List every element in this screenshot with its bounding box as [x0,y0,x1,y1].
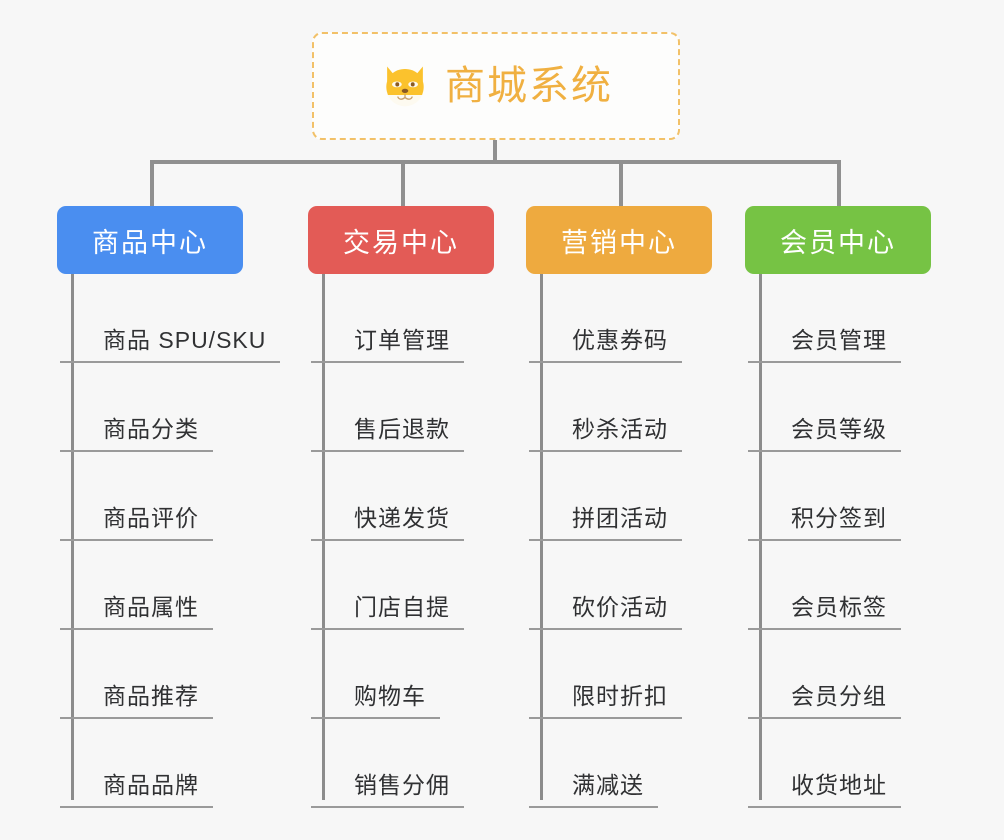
branch-spine [71,274,74,800]
leaf-item[interactable]: 售后退款 [308,363,494,453]
leaf-list: 商品 SPU/SKU 商品分类商品评价商品属性商品推荐商品品牌 [57,274,281,809]
leaf-item[interactable]: 砍价活动 [526,541,712,631]
leaf-item-label: 会员标签 [748,594,901,631]
branch-header[interactable]: 交易中心 [308,206,494,274]
connector-drop-3 [619,160,623,206]
root-node[interactable]: 商城系统 [312,32,680,140]
leaf-item[interactable]: 会员分组 [745,630,931,720]
branch-column: 商品中心商品 SPU/SKU 商品分类商品评价商品属性商品推荐商品品牌 [57,206,281,809]
leaf-item[interactable]: 购物车 [308,630,494,720]
leaf-item[interactable]: 满减送 [526,719,712,809]
leaf-item-label: 会员分组 [748,683,901,720]
shiba-dog-face-icon [386,66,424,107]
leaf-item-label: 收货地址 [748,772,901,809]
connector-drop-1 [150,160,154,206]
leaf-item-label: 商品评价 [60,505,213,542]
leaf-item[interactable]: 会员等级 [745,363,931,453]
leaf-item-label: 门店自提 [311,594,464,631]
branch-header[interactable]: 商品中心 [57,206,243,274]
leaf-item[interactable]: 商品 SPU/SKU [57,274,281,364]
leaf-item[interactable]: 快递发货 [308,452,494,542]
leaf-item[interactable]: 会员管理 [745,274,931,364]
branch-column: 会员中心会员管理会员等级积分签到会员标签会员分组收货地址 [745,206,931,809]
branch-spine [759,274,762,800]
leaf-item-label: 快递发货 [311,505,464,542]
leaf-item[interactable]: 收货地址 [745,719,931,809]
connector-drop-2 [401,160,405,206]
leaf-item-label: 售后退款 [311,416,464,453]
leaf-item[interactable]: 门店自提 [308,541,494,631]
connector-root-stem [493,140,497,162]
branch-header-label: 交易中心 [343,227,459,258]
leaf-item-label: 商品推荐 [60,683,213,720]
leaf-item-label: 砍价活动 [529,594,682,631]
leaf-item-label: 拼团活动 [529,505,682,542]
leaf-item[interactable]: 商品分类 [57,363,243,453]
branch-header-label: 营销中心 [561,227,677,258]
leaf-list: 会员管理会员等级积分签到会员标签会员分组收货地址 [745,274,931,809]
leaf-item-label: 商品属性 [60,594,213,631]
leaf-item-label: 商品分类 [60,416,213,453]
leaf-item-label: 优惠券码 [529,327,682,364]
branch-header[interactable]: 会员中心 [745,206,931,274]
leaf-item-label: 会员管理 [748,327,901,364]
leaf-item[interactable]: 商品属性 [57,541,243,631]
leaf-list: 订单管理售后退款快递发货门店自提购物车销售分佣 [308,274,494,809]
root-label: 商城系统 [445,64,613,108]
leaf-item-label: 商品品牌 [60,772,213,809]
leaf-item[interactable]: 拼团活动 [526,452,712,542]
leaf-item[interactable]: 会员标签 [745,541,931,631]
leaf-item-label: 秒杀活动 [529,416,682,453]
leaf-item[interactable]: 商品推荐 [57,630,243,720]
branch-header-label: 商品中心 [92,227,208,258]
leaf-item[interactable]: 秒杀活动 [526,363,712,453]
branch-header-label: 会员中心 [780,227,896,258]
leaf-item[interactable]: 销售分佣 [308,719,494,809]
leaf-item-label: 积分签到 [748,505,901,542]
branch-header[interactable]: 营销中心 [526,206,712,274]
leaf-item[interactable]: 积分签到 [745,452,931,542]
leaf-item-label: 购物车 [311,683,440,720]
branch-spine [540,274,543,800]
leaf-item-label: 销售分佣 [311,772,464,809]
connector-horizontal-bar [150,160,838,164]
branch-column: 交易中心订单管理售后退款快递发货门店自提购物车销售分佣 [308,206,494,809]
leaf-item[interactable]: 商品品牌 [57,719,243,809]
leaf-list: 优惠券码秒杀活动拼团活动砍价活动限时折扣满减送 [526,274,712,809]
leaf-item-label: 会员等级 [748,416,901,453]
leaf-item[interactable]: 商品评价 [57,452,243,542]
leaf-item-label: 限时折扣 [529,683,682,720]
leaf-item[interactable]: 限时折扣 [526,630,712,720]
connector-drop-4 [837,160,841,206]
branch-spine [322,274,325,800]
leaf-item-label: 商品 SPU/SKU [59,327,281,364]
leaf-item[interactable]: 订单管理 [308,274,494,364]
leaf-item-label: 满减送 [529,772,658,809]
leaf-item[interactable]: 优惠券码 [526,274,712,364]
leaf-item-label: 订单管理 [311,327,464,364]
branch-column: 营销中心优惠券码秒杀活动拼团活动砍价活动限时折扣满减送 [526,206,712,809]
